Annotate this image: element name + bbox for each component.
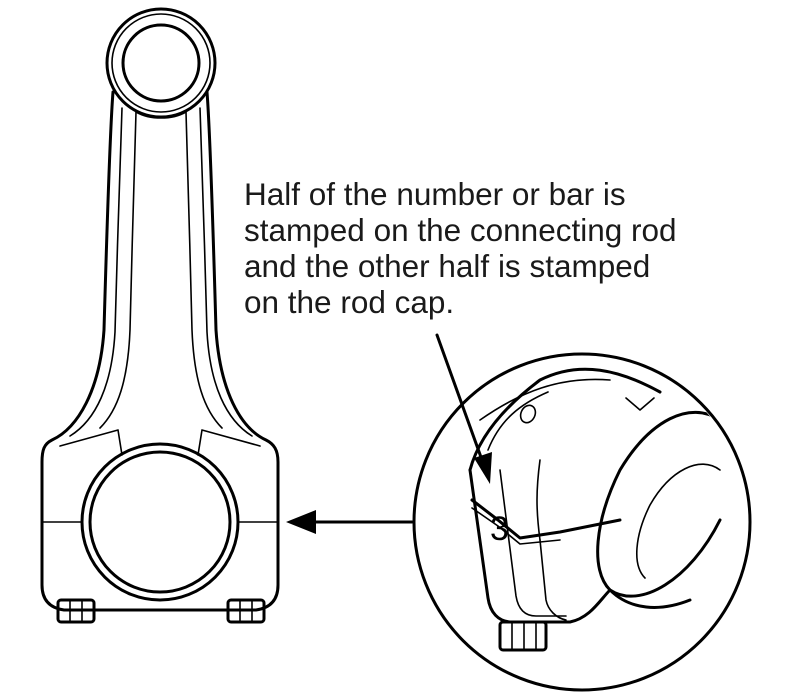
callout-leader-arrow xyxy=(435,333,492,484)
detail-circle-frame xyxy=(412,352,752,692)
rod-beam-edge-right xyxy=(199,107,253,437)
rod-beam-inner-right xyxy=(185,111,223,429)
rod-body-outline xyxy=(40,90,280,612)
detail-pointer-arrow xyxy=(286,510,414,534)
rod-beam-edge-left xyxy=(69,107,123,437)
rod-small-end-inner-ring xyxy=(111,13,211,113)
rod-big-end-bore xyxy=(88,450,232,594)
rod-shoulder-right xyxy=(197,429,261,456)
detail-bolt-head xyxy=(498,620,548,652)
rod-beam-top-curve xyxy=(135,111,187,119)
connecting-rod xyxy=(40,7,280,624)
detail-rod-face xyxy=(468,367,662,472)
detail-oil-hole xyxy=(519,404,537,424)
callout-line-2: stamped on the connecting rod xyxy=(244,212,677,248)
callout-line-4: on the rod cap. xyxy=(244,284,455,320)
rod-small-end-bore xyxy=(121,23,201,103)
callout-line-3: and the other half is stamped xyxy=(244,248,651,284)
detail-cap-split-line xyxy=(470,498,622,540)
rod-small-end-outer xyxy=(105,7,217,119)
rod-big-end-outer-ring xyxy=(80,442,240,602)
rod-beam-inner-left xyxy=(99,111,137,429)
rod-bolt-left xyxy=(56,598,96,624)
callout-line-1: Half of the number or bar is xyxy=(244,176,626,212)
rod-bolt-right xyxy=(226,598,266,624)
magnified-detail: 3 xyxy=(412,352,752,692)
rod-shoulder-left xyxy=(59,429,123,456)
callout-text: Half of the number or bar is stamped on … xyxy=(244,176,784,320)
detail-stamp-number: 3 xyxy=(490,510,509,548)
detail-bearing-bore xyxy=(596,410,722,598)
